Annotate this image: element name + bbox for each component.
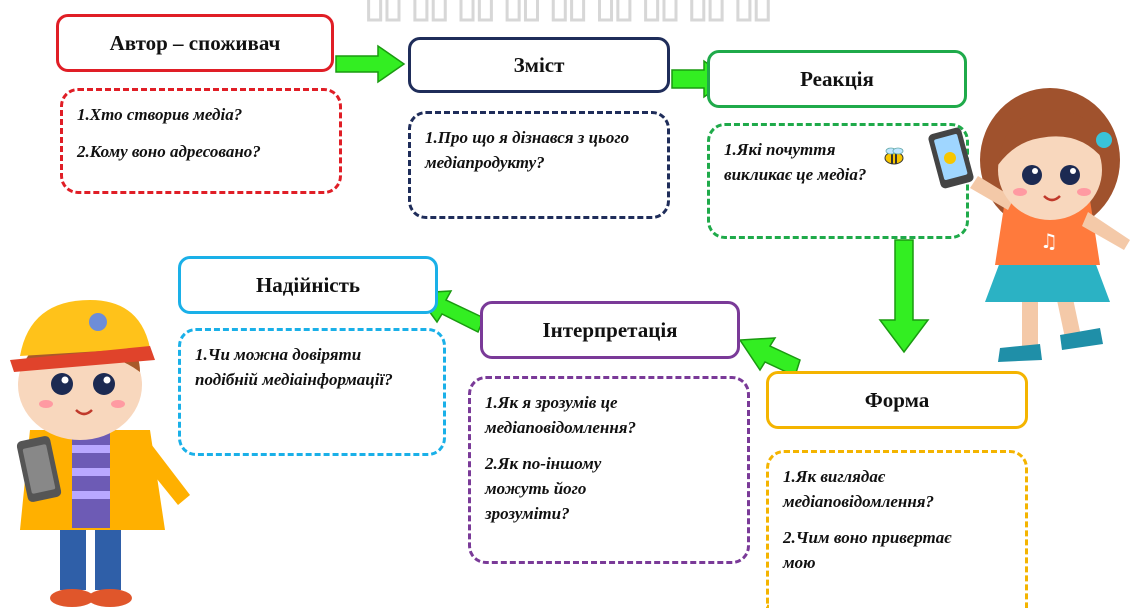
form-question-2: 2.Чим воно привертає мою bbox=[783, 528, 952, 572]
reliability-question-1: 1.Чи можна довіряти подібній медіаінформ… bbox=[195, 345, 393, 389]
interpretation-questions-box: 1.Як я зрозумів це медіаповідомлення? 2.… bbox=[468, 376, 750, 564]
author-consumer-heading: Автор – споживач bbox=[56, 14, 334, 72]
interpretation-question-1: 1.Як я зрозумів це медіаповідомлення? bbox=[485, 393, 637, 437]
form-heading: Форма bbox=[766, 371, 1028, 429]
arrow-reaction-to-form bbox=[878, 239, 930, 354]
banner-title-remnant: ⅡⅡⅡⅡⅡⅡⅡⅡⅡ bbox=[0, 0, 1141, 26]
reaction-heading: Реакція bbox=[707, 50, 967, 108]
form-questions-box: 1.Як виглядає медіаповідомлення? 2.Чим в… bbox=[766, 450, 1028, 608]
interpretation-question-2: 2.Як по-іншому можуть його зрозуміти? bbox=[485, 454, 602, 523]
author-questions-box: 1.Хто створив медіа? 2.Кому воно адресов… bbox=[60, 88, 342, 194]
arrow-author-to-content bbox=[335, 44, 406, 84]
content-questions-box: 1.Про що я дізнався з цього медіапродукт… bbox=[408, 111, 670, 219]
interpretation-heading: Інтерпретація bbox=[480, 301, 740, 359]
content-question-1: 1.Про що я дізнався з цього медіапродукт… bbox=[425, 128, 630, 172]
reaction-questions-box: 1.Які почуття викликає це медіа? bbox=[707, 123, 969, 239]
reliability-questions-box: 1.Чи можна довіряти подібній медіаінформ… bbox=[178, 328, 446, 456]
content-heading: Зміст bbox=[408, 37, 670, 93]
author-question-2: 2.Кому воно адресовано? bbox=[77, 141, 261, 161]
author-question-1: 1.Хто створив медіа? bbox=[77, 105, 243, 124]
reaction-question-1: 1.Які почуття викликає це медіа? bbox=[724, 140, 867, 184]
bee-icon bbox=[880, 146, 906, 166]
form-question-1: 1.Як виглядає медіаповідомлення? bbox=[783, 467, 935, 511]
reliability-heading: Надійність bbox=[178, 256, 438, 314]
